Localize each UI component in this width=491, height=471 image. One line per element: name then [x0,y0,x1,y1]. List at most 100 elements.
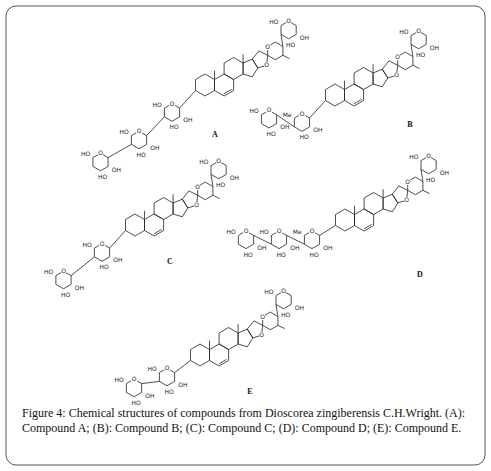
bond-line [219,359,227,363]
ring-outline [243,59,258,77]
bond-line [354,206,355,215]
ring-outline [345,84,364,106]
bond-line [354,99,362,103]
atom-label: HO [97,174,107,180]
compound-letter: E [247,388,252,396]
ring-outline [336,209,355,231]
atom-label: OH [429,45,439,51]
bond-line [310,101,326,119]
atom-label: O [164,365,170,371]
atom-label: HO [226,229,236,235]
atom-label: HO [425,177,435,183]
ring-outline [354,68,373,90]
ring-outline [173,199,188,217]
ring-outline [326,84,345,106]
atom-label: HO [215,182,225,188]
atom-label: HO [409,154,419,160]
atom-label: HO [199,159,209,165]
atom-label: O [276,228,282,234]
bond-line [364,224,372,228]
atom-label: OH [145,393,155,399]
atom-label: O [195,184,201,190]
atom-label: HO [309,252,319,258]
atom-label: O [99,241,105,247]
atom-label: OH [299,35,309,41]
atom-label: HO [82,242,92,248]
atom-label: O [299,111,305,117]
atom-label: OH [74,285,84,291]
bond-line [283,55,290,58]
atom-label: HO [131,400,141,406]
atom-label: HO [99,264,109,270]
atom-label: O [265,44,271,50]
atom-label: O [216,158,222,164]
bond-line [144,211,145,220]
compound-letter: C [167,258,173,266]
bond-line [213,195,220,198]
ring-outline [154,198,173,220]
atom-label: OH [313,127,323,133]
atom-label: O [136,128,142,134]
atom-label: OH [294,305,304,311]
bond-line [238,324,239,333]
compound-letter: D [417,271,423,279]
bond-line [214,71,215,80]
atom-label: O [416,28,422,34]
atom-label: O [61,268,67,274]
bond-line [373,64,374,73]
bond-line [211,174,213,186]
ring-outline [191,344,210,366]
atom-label: O [394,72,400,78]
ring-outline [383,194,398,212]
atom-label: O [243,228,249,234]
atom-label: O [259,332,265,338]
ring-outline [373,69,388,87]
atom-label: HO [280,312,290,318]
atom-label: OH [183,117,193,123]
atom-label: OH [323,245,333,251]
atom-label: HO [147,366,157,372]
bond-line [281,34,283,46]
atom-label: HO [264,289,274,295]
atom-label: OH [113,257,123,263]
bond-line [108,144,131,157]
atom-label: OH [150,145,160,151]
bond-line [411,44,413,56]
atom-label: O [404,197,410,203]
atom-label: HO [243,252,253,258]
atom-label: O [194,202,200,208]
bond-line [142,381,160,383]
atom-label: HO [285,42,295,48]
figure-caption: Figure 4: Chemical structures of compoun… [22,406,470,436]
atom-label: OH [257,245,267,251]
atom-label: OH [290,245,300,251]
atom-label: OH [111,167,121,173]
ring-outline [355,209,374,231]
atom-label: HO [299,134,309,140]
bond-line [154,229,162,233]
atom-label: OH [229,175,239,181]
bond-line [175,361,191,373]
ring-outline [210,344,229,366]
atom-label: HO [136,152,146,158]
bond-line [344,81,345,90]
bond-line [224,89,232,93]
bond-line [287,235,305,244]
atom-label: Me [282,112,292,118]
ring-outline [219,328,238,350]
bond-line [147,117,165,136]
ring-outline [224,58,243,80]
compound-letter: B [407,121,412,129]
atom-label: O [309,228,315,234]
atom-label: O [426,153,432,159]
atom-label: O [264,62,270,68]
atom-label: HO [276,252,286,258]
atom-label: HO [249,108,259,114]
atom-label: OH [280,124,290,130]
atom-label: O [266,107,272,113]
bond-line [413,65,420,68]
atom-label: HO [81,151,91,157]
bond-line [209,341,210,350]
